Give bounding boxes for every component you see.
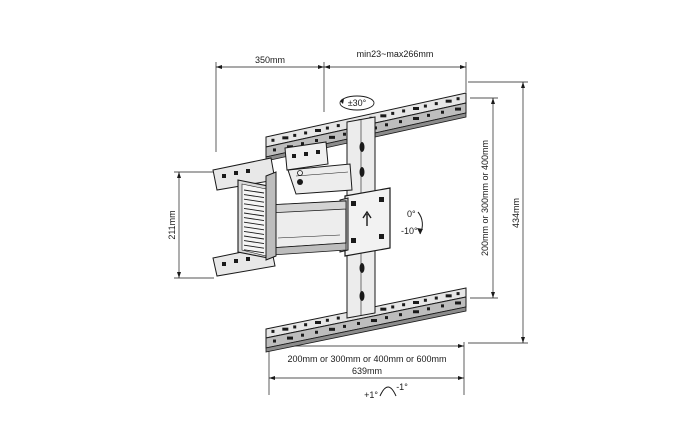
wall-distance-label: min23~max266mm [357, 49, 434, 59]
rail-slot [282, 136, 289, 140]
rail-slot [413, 107, 419, 110]
wall-plate-height-label: 211mm [167, 210, 177, 239]
rail-slot [343, 132, 346, 136]
rail-slot [385, 316, 388, 320]
arm-extension-label: 350mm [255, 55, 285, 65]
dimension-arrowheads [177, 65, 525, 380]
rail-slot [434, 102, 438, 106]
vent-line [243, 207, 265, 212]
rail-slot [315, 330, 318, 334]
rail-slot [357, 321, 360, 325]
rail-slot [455, 301, 461, 305]
vent-line [243, 217, 265, 222]
rail-slot [455, 107, 461, 111]
rail-slot [287, 336, 293, 340]
rail-slot [271, 329, 275, 333]
vertical-vesa-label: 200mm or 300mm or 400mm [480, 140, 490, 256]
horizontal-vesa-label: 200mm or 300mm or 400mm or 600mm [287, 354, 446, 364]
upper-bracket [284, 141, 329, 171]
rail-slot [413, 301, 419, 304]
wall-plate [212, 157, 277, 277]
rail-slot [325, 126, 329, 130]
vent-line [243, 226, 265, 231]
up-arrow-icon [362, 210, 372, 226]
level-minus-label: -1° [396, 382, 408, 392]
rail-slot [293, 325, 297, 329]
rail-slot [413, 117, 419, 120]
vent-line [243, 203, 265, 208]
rail-slot [456, 292, 460, 296]
vent-line [243, 194, 265, 199]
rail-slot [304, 131, 308, 135]
rail-slot [301, 142, 304, 146]
tilt-head [339, 187, 391, 257]
rail-slot [423, 298, 427, 302]
rail-slot [441, 304, 444, 308]
rail-slot [282, 327, 289, 331]
rail-slot [445, 99, 452, 103]
rail-slot [293, 133, 297, 137]
rail-slot [315, 321, 321, 324]
rail-slot [423, 104, 427, 108]
vent-line [243, 240, 265, 245]
rail-slot [273, 148, 276, 152]
rail-slot [336, 316, 340, 320]
rail-slot [391, 111, 395, 115]
dimension-lines [174, 62, 528, 395]
rail-slot [325, 318, 329, 322]
rail-slot [315, 139, 318, 142]
rail-slot [391, 305, 395, 309]
rail-slot [273, 339, 276, 343]
rail-slot [343, 324, 346, 328]
vent-line [243, 198, 265, 203]
rail-slot [304, 323, 308, 327]
rail-slot [402, 109, 406, 113]
rail-slot [427, 113, 430, 117]
rail-slot [434, 296, 438, 300]
swing-arms [267, 163, 353, 256]
tilt-up-label: 0° [407, 209, 416, 219]
rail-slot [380, 307, 387, 311]
rail-slot [380, 114, 387, 118]
vent-line [243, 249, 265, 254]
rail-slot [441, 110, 444, 114]
vent-line [243, 235, 265, 240]
level-plus-label: +1° [364, 390, 378, 400]
rail-slot [336, 124, 340, 128]
rail-slot [445, 294, 452, 298]
rail-slot [399, 120, 402, 124]
tilt-down-label: -10° [401, 226, 418, 236]
rail-slot [399, 313, 402, 317]
overall-width-label: 639mm [352, 366, 382, 376]
rail-slot [427, 307, 430, 311]
swivel-indicator [339, 95, 375, 111]
rail-slot [456, 97, 460, 101]
rail-slot [402, 303, 406, 307]
vent-line [243, 189, 265, 194]
rail-slot [385, 123, 388, 127]
vent-line [243, 212, 265, 217]
level-arc-icon [379, 386, 397, 397]
vent-line [243, 244, 265, 249]
rail-slot [271, 138, 275, 142]
vent-line [243, 230, 265, 235]
rail-slot [315, 129, 321, 132]
rail-slot [371, 319, 377, 323]
vent-line [243, 221, 265, 226]
swivel-label: ±30° [348, 98, 367, 108]
rail-slot [301, 333, 304, 337]
overall-height-label: 434mm [511, 198, 521, 228]
rail-slot [413, 310, 419, 314]
rail-slot [329, 327, 335, 331]
rail-slot [329, 135, 335, 139]
